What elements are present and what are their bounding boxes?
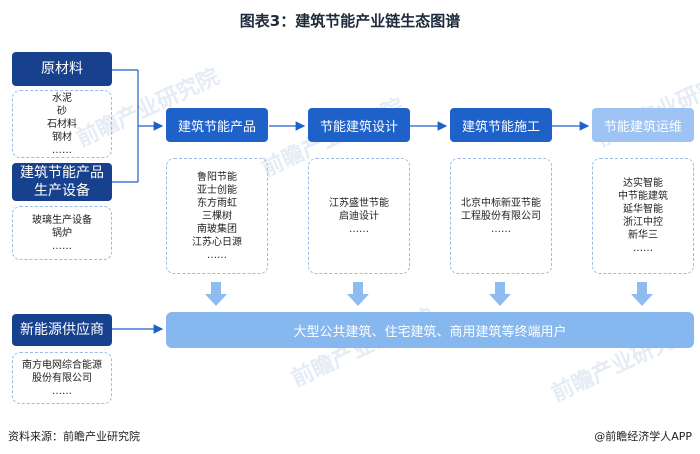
construction-company-list: 北京中标新亚节能工程股份有限公司 …… (450, 158, 552, 274)
products-company-list: 鲁阳节能 亚士创能 东方雨虹 三棵树 南玻集团 江苏心日源 …… (166, 158, 268, 274)
list-item: …… (207, 249, 227, 261)
down-arrow-icon (631, 282, 653, 306)
list-item: 达实智能 (623, 178, 663, 189)
list-item: 亚士创能 (197, 184, 237, 196)
end-users-bar: 大型公共建筑、住宅建筑、商用建筑等终端用户 (166, 312, 694, 348)
list-item: 三棵树 (202, 210, 232, 222)
list-item: 砂 (57, 105, 67, 117)
list-item: 江苏心日源 (192, 236, 242, 248)
list-item: 新华三 (628, 230, 658, 241)
list-item: …… (349, 223, 369, 235)
list-item: 水泥 (52, 92, 72, 104)
list-item: 启迪设计 (339, 210, 379, 222)
list-item: 锅炉 (52, 227, 72, 239)
equipment-label: 建筑节能产品生产设备 (20, 165, 104, 199)
source-note: 资料来源：前瞻产业研究院 (8, 430, 140, 443)
list-item: 钢材 (52, 131, 72, 143)
raw-material-box: 原材料 (12, 52, 112, 86)
operation-company-list: 达实智能 中节能建筑 延华智能 浙江中控 新华三 …… (592, 158, 694, 274)
raw-material-label: 原材料 (41, 61, 83, 77)
end-users-label: 大型公共建筑、住宅建筑、商用建筑等终端用户 (293, 324, 567, 340)
down-arrow-icon (347, 282, 369, 306)
energy-label: 新能源供应商 (20, 322, 104, 338)
list-item: 南玻集团 (197, 223, 237, 235)
design-company-list: 江苏盛世节能 启迪设计 …… (308, 158, 410, 274)
stage-operation: 节能建筑运维 (592, 108, 694, 142)
stage-label: 建筑节能产品 (177, 119, 256, 135)
stage-design: 节能建筑设计 (308, 108, 410, 142)
energy-list: 南方电网综合能源股份有限公司 …… (12, 352, 112, 404)
equipment-list: 玻璃生产设备 锅炉 …… (12, 206, 112, 260)
diagram-title: 图表3：建筑节能产业链生态图谱 (239, 12, 461, 30)
list-item: 南方电网综合能源股份有限公司 (22, 359, 102, 384)
brand-credit: @前瞻经济学人APP (594, 430, 692, 443)
stage-label: 节能建筑运维 (603, 119, 682, 135)
list-item: …… (52, 144, 72, 156)
list-item: 北京中标新亚节能工程股份有限公司 (461, 197, 541, 222)
equipment-box: 建筑节能产品生产设备 (12, 163, 112, 201)
list-item: 中节能建筑 (618, 191, 668, 202)
down-arrow-icon (489, 282, 511, 306)
stage-label: 节能建筑设计 (319, 119, 398, 135)
list-item: 玻璃生产设备 (32, 214, 92, 226)
list-item: 浙江中控 (623, 217, 663, 228)
list-item: 延华智能 (623, 204, 663, 215)
list-item: …… (491, 223, 511, 235)
stage-products: 建筑节能产品 (166, 108, 268, 142)
down-arrow-icon (205, 282, 227, 306)
list-item: 江苏盛世节能 (329, 197, 389, 209)
list-item: 鲁阳节能 (197, 171, 237, 183)
list-item: …… (633, 243, 653, 254)
raw-material-list: 水泥 砂 石材料 钢材 …… (12, 90, 112, 158)
stage-construction: 建筑节能施工 (450, 108, 552, 142)
down-arrows (205, 282, 653, 306)
energy-box: 新能源供应商 (12, 314, 112, 346)
list-item: 东方雨虹 (197, 197, 237, 209)
list-item: 石材料 (47, 118, 77, 130)
stage-label: 建筑节能施工 (461, 119, 540, 135)
list-item: …… (52, 240, 72, 252)
list-item: …… (52, 385, 72, 397)
